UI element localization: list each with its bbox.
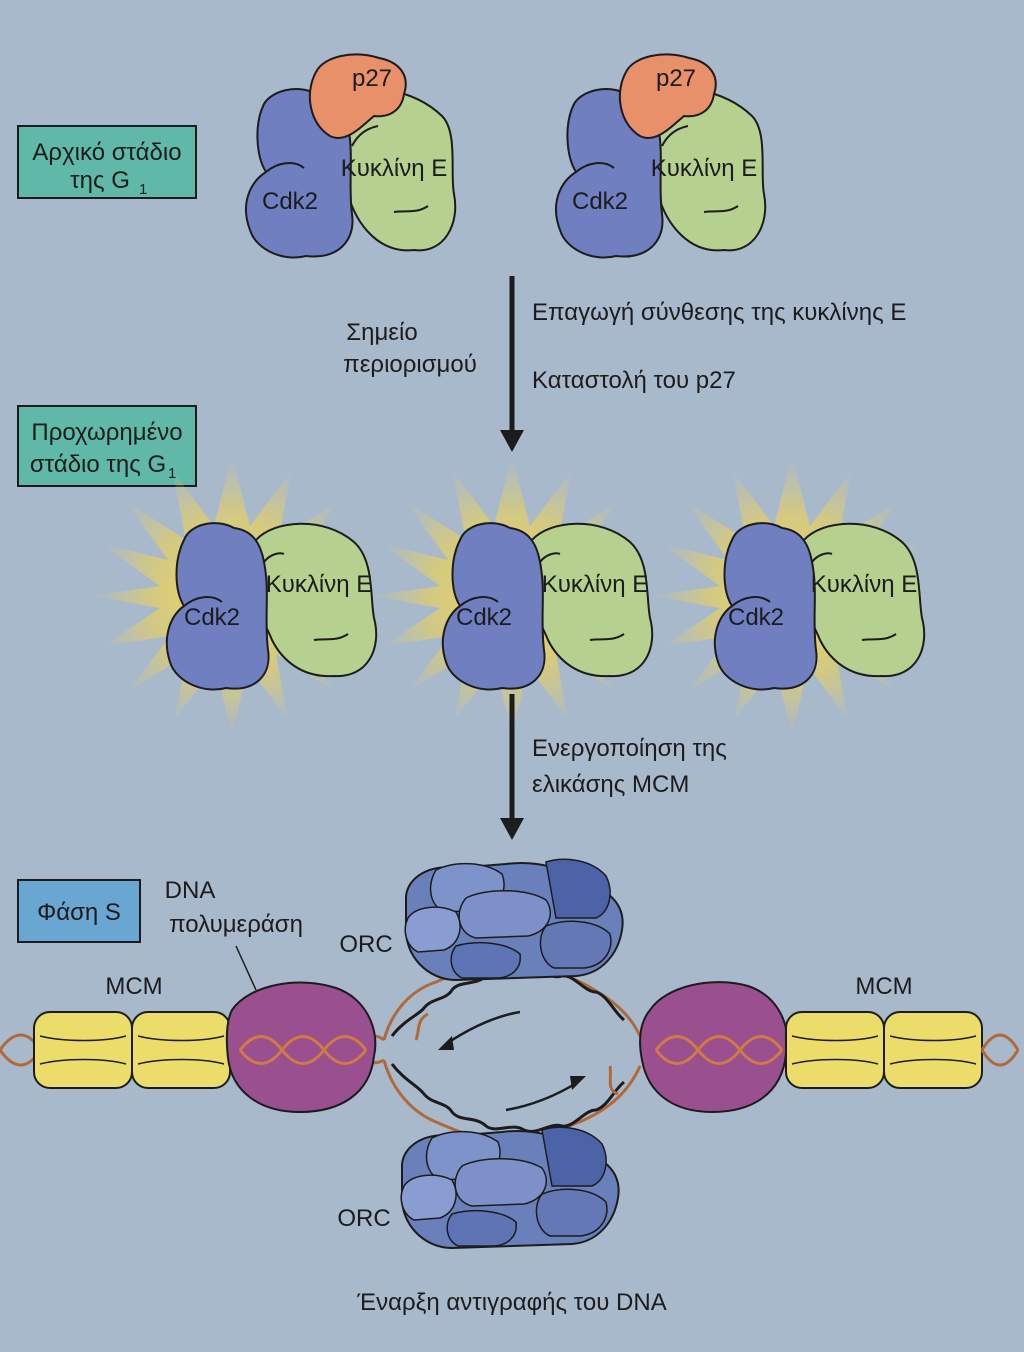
restriction-point-line2: περιορισμού <box>343 351 477 378</box>
mcm-label-right: MCM <box>855 973 912 1000</box>
induce-cyclin-e-text: Επαγωγή σύνθεσης της κυκλίνης Ε <box>532 299 906 326</box>
stage-early-g1-line2: της G <box>70 167 130 194</box>
orc-complex-top <box>404 858 624 981</box>
arrow-rightward-head <box>570 1076 586 1090</box>
cdk2-cyclin-p27-complex-left: p27 Κυκλίνη Ε Cdk2 <box>244 53 457 259</box>
cyclin-e-label: Κυκλίνη Ε <box>811 571 918 598</box>
stage-late-g1-subscript: 1 <box>168 465 176 482</box>
dna-polymerase-right <box>639 981 789 1114</box>
arrow-leftward-head <box>438 1036 454 1050</box>
orc-complex-bottom <box>400 1126 620 1249</box>
cdk2-label: Cdk2 <box>262 188 318 215</box>
arrow-leftward <box>445 1010 521 1046</box>
stage-early-g1-box: Αρχικό στάδιο της G 1 <box>17 125 197 199</box>
stage-late-g1-line1: Προχωρημένο <box>31 419 182 446</box>
activate-mcm-line1: Ενεργοποίηση της <box>532 735 727 762</box>
arrow-rightward <box>505 1080 579 1112</box>
dna-polymerase-leader <box>235 945 257 991</box>
dna-polymerase-line2: πολυμεράση <box>169 911 303 938</box>
cdk2-label: Cdk2 <box>456 604 512 631</box>
activate-mcm-line2: ελικάσης MCM <box>532 771 689 798</box>
arrow-head-2 <box>500 818 524 840</box>
mcm-label-left: MCM <box>105 973 162 1000</box>
orc-label-bottom: ORC <box>337 1205 390 1232</box>
active-complex-1: Κυκλίνη Ε Cdk2 <box>92 456 378 736</box>
orc-label-top: ORC <box>339 931 392 958</box>
active-complex-3: Κυκλίνη Ε Cdk2 <box>652 456 932 736</box>
cdk2-label: Cdk2 <box>728 604 784 631</box>
stage-s-phase-box: Φάση S <box>17 879 141 943</box>
cyclin-e-label: Κυκλίνη Ε <box>341 155 448 182</box>
stage-early-g1-subscript: 1 <box>139 181 147 198</box>
replication-bubble <box>382 960 642 1142</box>
active-complex-2: Κυκλίνη Ε Cdk2 <box>372 456 654 736</box>
p27-label: p27 <box>352 65 392 92</box>
mcm-helicase-left <box>33 1011 231 1089</box>
stage-late-g1-box: Προχωρημένο στάδιο της G 1 <box>17 405 197 487</box>
stage-late-g1-line2: στάδιο της G <box>30 451 166 478</box>
restriction-point-line1: Σημείο <box>346 319 417 346</box>
caption: Έναρξη αντιγραφής του DNA <box>356 1289 666 1316</box>
cyclin-e-label: Κυκλίνη Ε <box>651 155 758 182</box>
mcm-helicase-right <box>785 1011 983 1089</box>
stage-s-phase-label: Φάση S <box>37 899 121 926</box>
dna-polymerase-left <box>225 981 377 1114</box>
dna-polymerase-line1: DNA <box>165 877 216 904</box>
dna-right <box>980 1033 1020 1067</box>
arrow-head-1 <box>500 430 524 452</box>
p27-label: p27 <box>656 65 696 92</box>
repress-p27-text: Καταστολή του p27 <box>532 367 736 394</box>
cdk2-label: Cdk2 <box>184 604 240 631</box>
cdk2-cyclin-p27-complex-right: p27 Κυκλίνη Ε Cdk2 <box>554 53 767 259</box>
cyclin-e-label: Κυκλίνη Ε <box>266 571 373 598</box>
cyclin-e-label: Κυκλίνη Ε <box>542 571 649 598</box>
cdk2-label: Cdk2 <box>572 188 628 215</box>
stage-early-g1-line1: Αρχικό στάδιο <box>32 139 181 166</box>
